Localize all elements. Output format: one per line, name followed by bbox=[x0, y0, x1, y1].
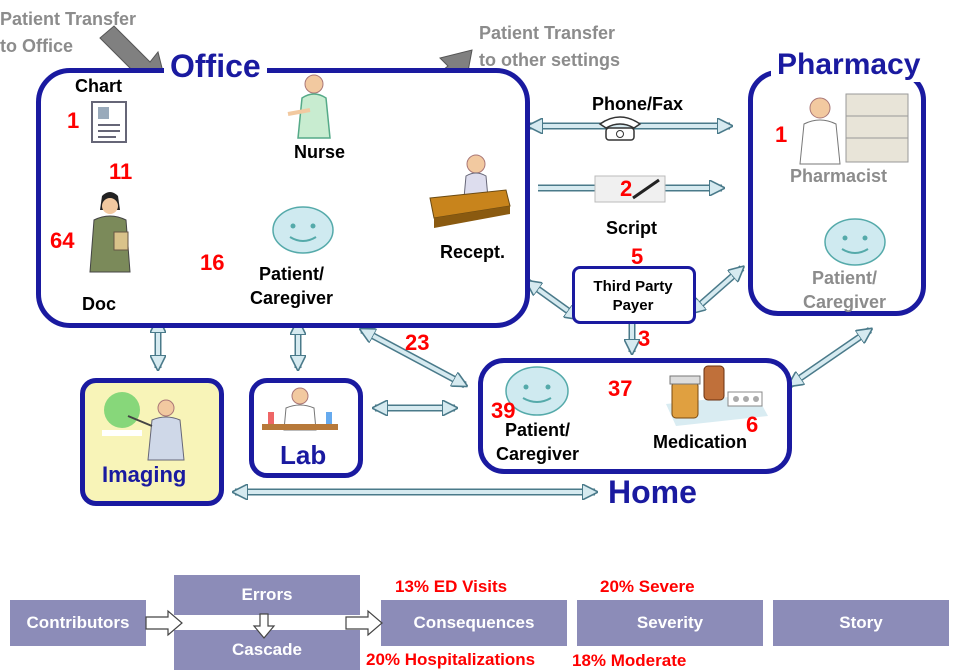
recept-label: Recept. bbox=[440, 242, 506, 262]
doc-chart-count: 11 bbox=[109, 159, 133, 184]
hospitalizations-stat: 20% Hospitalizations bbox=[366, 650, 536, 669]
severity-box: Severity bbox=[577, 600, 763, 646]
pharmacy-patient-label: Patient/ Caregiver bbox=[803, 268, 887, 312]
pharmacist-label: Pharmacist bbox=[790, 166, 888, 186]
transfer-to-office-label: Patient Transfer to Office bbox=[0, 9, 137, 56]
office-title: Office bbox=[164, 48, 267, 85]
office-patient-label: Patient/ Caregiver bbox=[250, 264, 334, 308]
lab-scientist-icon bbox=[262, 387, 338, 431]
nurse-figure-icon bbox=[287, 74, 331, 139]
third-party-count: 5 bbox=[631, 244, 644, 269]
doc-patient-count: 16 bbox=[200, 250, 225, 275]
telephone-icon bbox=[598, 116, 642, 141]
script-label: Script bbox=[606, 218, 658, 238]
smiley-face-icon bbox=[272, 206, 334, 254]
chart-document-icon bbox=[91, 101, 127, 143]
smiley-face-icon bbox=[824, 218, 886, 266]
home-title: Home bbox=[602, 474, 703, 511]
doc-label: Doc bbox=[82, 294, 117, 314]
severe-stat: 20% Severe bbox=[600, 577, 695, 596]
pharmacy-title: Pharmacy bbox=[771, 48, 927, 82]
transfer-to-other-label: Patient Transfer to other settings bbox=[479, 23, 621, 70]
phone-fax-label: Phone/Fax bbox=[592, 94, 684, 114]
moderate-stat: 18% Moderate bbox=[572, 651, 687, 670]
script-count: 2 bbox=[620, 176, 633, 201]
smiley-face-icon bbox=[505, 366, 569, 416]
lab-title: Lab bbox=[274, 440, 333, 471]
chart-count: 1 bbox=[67, 108, 80, 133]
home-med-count: 37 bbox=[608, 376, 633, 401]
third-party-box bbox=[572, 266, 696, 324]
medication-label: Medication bbox=[653, 432, 748, 452]
ed-visits-stat: 13% ED Visits bbox=[395, 577, 508, 596]
imaging-title: Imaging bbox=[102, 462, 187, 487]
consequences-box: Consequences bbox=[381, 600, 567, 646]
pharmacist-figure-icon bbox=[799, 93, 909, 165]
home-patient-label: Patient/ Caregiver bbox=[496, 420, 580, 464]
story-box: Story bbox=[773, 600, 949, 646]
doctor-figure-icon bbox=[89, 192, 131, 273]
chart-label: Chart bbox=[75, 76, 123, 96]
contributors-box: Contributors bbox=[10, 600, 146, 646]
nurse-label: Nurse bbox=[294, 142, 346, 162]
home-patient-count: 39 bbox=[491, 398, 516, 423]
medication-count: 6 bbox=[746, 412, 759, 437]
office-home-count: 23 bbox=[405, 330, 430, 355]
third-party-label: Third Party Payer bbox=[593, 278, 673, 314]
imaging-presenter-icon bbox=[102, 392, 185, 461]
receptionist-desk-icon bbox=[429, 154, 511, 228]
prescription-pen-icon bbox=[594, 175, 666, 203]
pharmacist-count: 1 bbox=[775, 122, 788, 147]
errors-box: Errors bbox=[174, 575, 360, 615]
cascade-box: Cascade bbox=[174, 630, 360, 670]
doc-count: 64 bbox=[50, 228, 75, 253]
imaging-box bbox=[80, 378, 224, 506]
payer-home-count: 3 bbox=[638, 326, 651, 351]
pill-bottles-icon bbox=[666, 365, 768, 426]
